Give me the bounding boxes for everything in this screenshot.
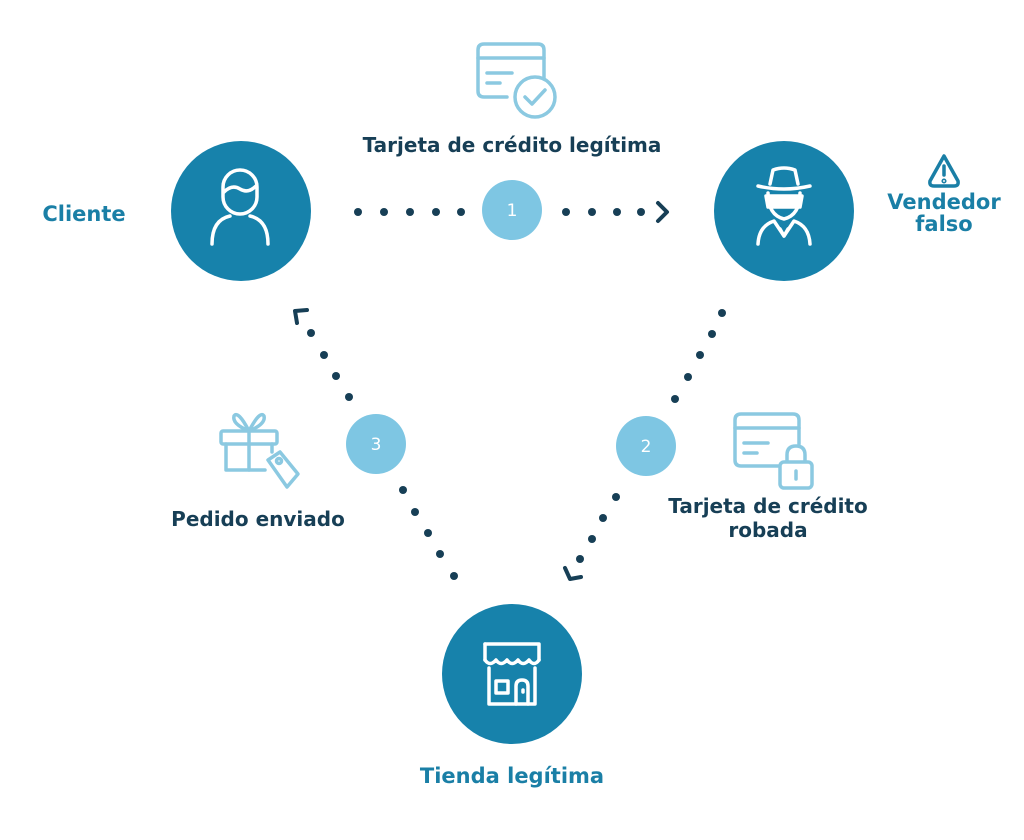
edge-3-arrowhead bbox=[293, 308, 309, 325]
user-icon bbox=[210, 168, 270, 246]
edge-3-dots bbox=[307, 329, 458, 580]
credit-card-check-icon bbox=[476, 42, 557, 119]
step-1-number: 1 bbox=[507, 201, 518, 221]
step-3-number: 3 bbox=[371, 435, 382, 455]
node-vendor-label-line2: falso bbox=[915, 212, 972, 236]
node-store bbox=[442, 604, 582, 744]
node-client bbox=[171, 141, 311, 281]
edge-1-arrowhead bbox=[656, 201, 669, 223]
edge-1-dots bbox=[354, 208, 645, 216]
node-client-label: Cliente bbox=[42, 202, 125, 226]
edge-2-dots bbox=[576, 309, 726, 563]
edge-2-label-line1: Tarjeta de crédito bbox=[668, 494, 867, 518]
step-3-badge: 3 bbox=[346, 414, 406, 474]
edge-3-label: Pedido enviado bbox=[171, 507, 345, 531]
edge-1-label: Tarjeta de crédito legítima bbox=[363, 133, 662, 157]
gift-icon bbox=[219, 412, 300, 489]
spy-icon bbox=[756, 166, 812, 246]
step-2-number: 2 bbox=[641, 437, 652, 457]
edge-2-arrowhead bbox=[563, 566, 583, 581]
node-vendor-label-line1: Vendedor bbox=[887, 190, 1001, 214]
step-1-badge: 1 bbox=[482, 180, 542, 240]
step-2-badge: 2 bbox=[616, 416, 676, 476]
store-icon bbox=[483, 642, 541, 706]
node-store-label: Tienda legítima bbox=[420, 764, 604, 788]
warning-icon bbox=[928, 154, 960, 188]
node-vendor bbox=[714, 141, 854, 281]
edge-2-label-line2: robada bbox=[728, 518, 807, 542]
credit-card-lock-icon bbox=[733, 412, 814, 490]
